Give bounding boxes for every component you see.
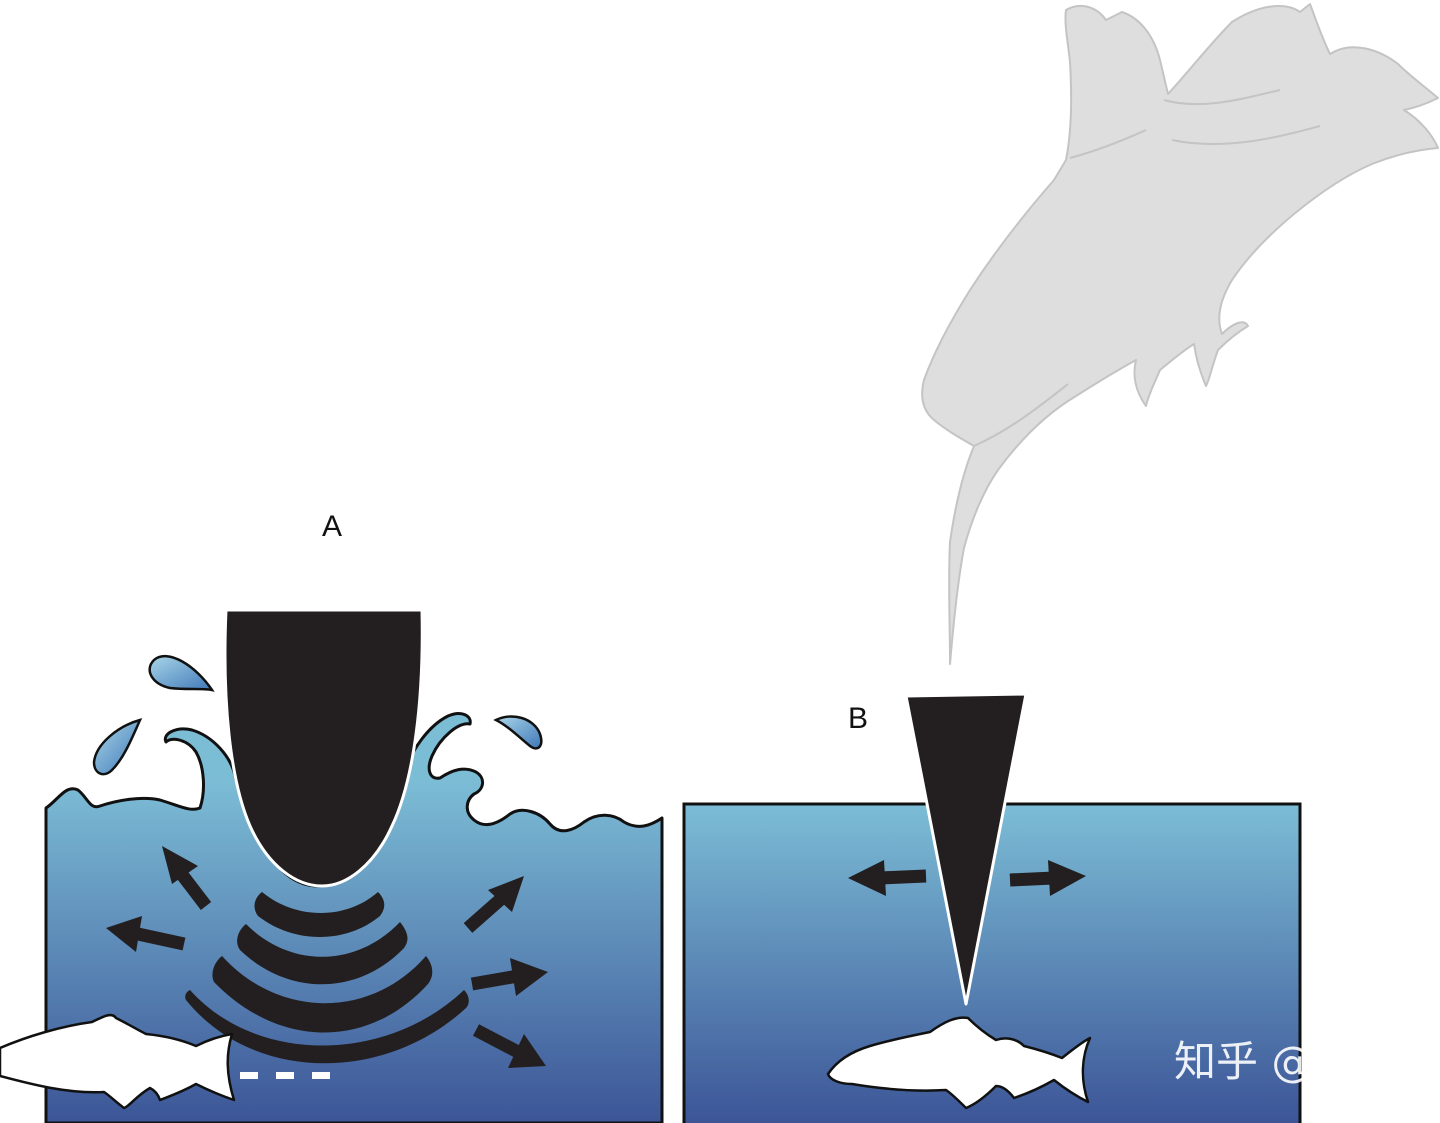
- wedge-icon: [904, 692, 1028, 1006]
- watermark-text: 知乎 @李存: [1174, 1037, 1397, 1086]
- droplet-icon-3: [493, 715, 543, 750]
- arrow-icon-a5: [472, 1024, 546, 1068]
- fish-icon-a: [0, 1013, 236, 1110]
- panel-a-arrows: [106, 846, 548, 1068]
- arrow-icon-a1: [162, 846, 212, 910]
- pressure-wave-arc-3: [212, 956, 433, 1033]
- arrow-icon-a2: [106, 916, 186, 952]
- pressure-wave-arc-2: [237, 922, 408, 985]
- arrow-icon-a4: [470, 958, 548, 996]
- blunt-body-icon: [223, 608, 424, 888]
- fish-icon-b: [826, 1016, 1092, 1110]
- pressure-wave-arc-4: [185, 990, 469, 1064]
- arrow-icon-a3: [463, 876, 524, 933]
- bird-wing-feather-lines: [973, 89, 1321, 447]
- pressure-wave-icon: [185, 892, 469, 1064]
- panel-b: B: [682, 3, 1439, 1123]
- droplet-icon-1: [148, 654, 215, 692]
- panel-a-label: A: [322, 510, 342, 543]
- fish-motion-dashes: [240, 1072, 330, 1079]
- panel-b-label: B: [848, 702, 868, 735]
- diving-bird-silhouette-icon: [921, 3, 1439, 665]
- panel-a: A: [0, 510, 664, 1123]
- pressure-wave-arc-1: [254, 892, 385, 937]
- panel-b-arrows: [848, 860, 1086, 896]
- droplet-icon-2: [92, 718, 143, 776]
- arrow-icon-b-right: [1009, 860, 1086, 896]
- bird-body: [921, 3, 1439, 665]
- arrow-icon-b-left: [848, 860, 927, 896]
